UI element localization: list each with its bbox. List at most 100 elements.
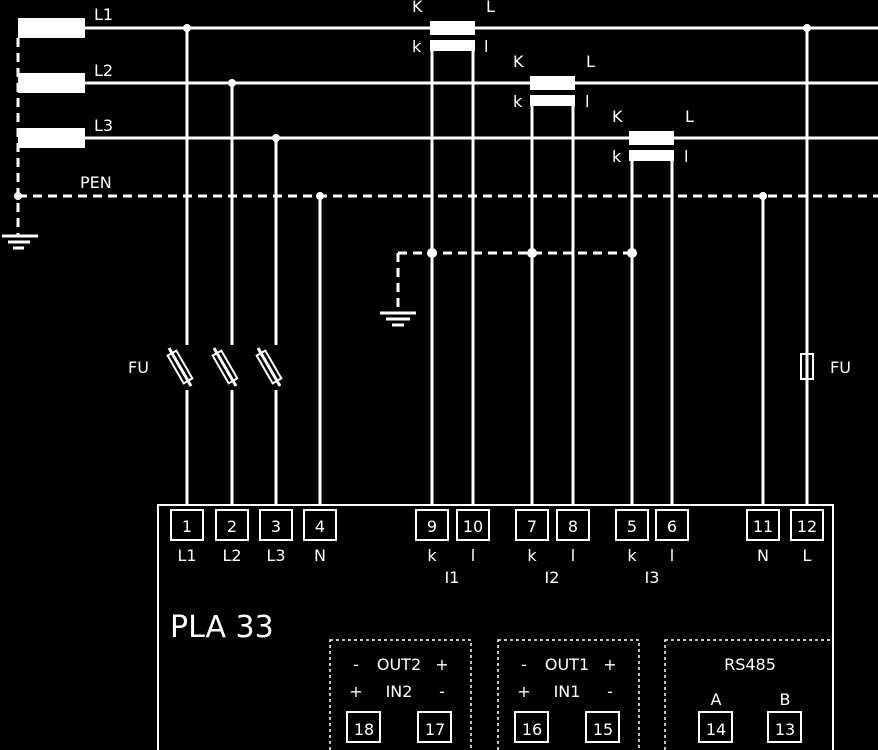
terminal-number: 12 <box>797 517 817 536</box>
svg-text:+: + <box>349 682 362 701</box>
rs485-block: RS485 A B 14 13 <box>664 639 834 750</box>
voltage-taps <box>183 24 324 505</box>
terminal-number: 10 <box>463 517 483 536</box>
l1-label: L1 <box>94 5 113 24</box>
terminal-label: k <box>527 546 537 565</box>
terminal-box <box>215 509 249 541</box>
svg-text:k: k <box>612 147 622 166</box>
l2-source-bar <box>18 73 85 93</box>
fuse-icon <box>166 347 194 387</box>
svg-text:l: l <box>684 147 688 166</box>
svg-text:K: K <box>612 107 623 126</box>
terminal-box <box>515 509 549 541</box>
svg-text:OUT2: OUT2 <box>377 655 421 674</box>
svg-text:+: + <box>603 655 616 674</box>
svg-text:L: L <box>685 107 694 126</box>
terminal-label: l <box>471 546 475 565</box>
l2-label: L2 <box>94 61 113 80</box>
fuse-icon <box>211 347 239 387</box>
supply-taps <box>759 24 811 505</box>
terminal-box <box>456 509 490 541</box>
terminal-number: 13 <box>775 720 795 739</box>
fuse-label-left: FU <box>128 358 149 377</box>
terminal-box <box>746 509 780 541</box>
terminal-label: k <box>427 546 437 565</box>
svg-text:+: + <box>435 655 448 674</box>
terminal-box <box>259 509 293 541</box>
l1-source-bar <box>18 18 85 38</box>
terminal-number: 4 <box>315 517 325 536</box>
terminal-number: 9 <box>427 517 437 536</box>
device-name: PLA 33 <box>170 610 274 645</box>
terminal-number: 8 <box>568 517 578 536</box>
pen-label: PEN <box>80 173 112 192</box>
io-block-out2-in2: - OUT2 + + IN2 - 18 17 <box>329 639 472 750</box>
terminal-number: 6 <box>667 517 677 536</box>
terminal-label: L1 <box>177 546 196 565</box>
l3-label: L3 <box>94 116 113 135</box>
fuse-icon <box>800 348 814 385</box>
svg-text:l: l <box>585 92 589 111</box>
svg-text:l: l <box>484 37 488 56</box>
terminal-box <box>615 509 649 541</box>
terminal-box <box>303 509 337 541</box>
terminal-number: 17 <box>425 720 445 739</box>
terminal-label: N <box>314 546 326 565</box>
terminal-label: k <box>627 546 637 565</box>
svg-text:k: k <box>513 92 523 111</box>
io-block-out1-in1: - OUT1 + + IN1 - 16 15 <box>497 639 640 750</box>
svg-text:OUT1: OUT1 <box>545 655 589 674</box>
group-i1-label: I1 <box>445 568 460 587</box>
terminal-box <box>415 509 449 541</box>
svg-text:+: + <box>517 682 530 701</box>
device-body <box>157 504 834 750</box>
terminal-box <box>556 509 590 541</box>
terminal-number: 3 <box>271 517 281 536</box>
terminal-label: l <box>670 546 674 565</box>
terminal-number: 11 <box>753 517 773 536</box>
terminal-number: 5 <box>627 517 637 536</box>
svg-text:-: - <box>353 655 359 674</box>
fuse-icon <box>255 347 283 387</box>
ct-l3: K L k l <box>612 107 694 505</box>
terminal-label: N <box>757 546 769 565</box>
terminal-number: 18 <box>354 720 374 739</box>
svg-text:IN2: IN2 <box>386 682 413 701</box>
terminal-label: L3 <box>266 546 285 565</box>
group-i3-label: I3 <box>645 568 660 587</box>
svg-text:-: - <box>521 655 527 674</box>
terminal-label: L2 <box>222 546 241 565</box>
fuse-label-right: FU <box>830 358 851 377</box>
l3-source-bar <box>18 128 85 148</box>
svg-text:RS485: RS485 <box>724 655 776 674</box>
svg-text:-: - <box>439 682 445 701</box>
svg-text:K: K <box>412 0 423 16</box>
terminal-box <box>170 509 204 541</box>
svg-text:A: A <box>711 690 722 709</box>
svg-text:-: - <box>607 682 613 701</box>
ct-l1: K L k l <box>412 0 495 505</box>
svg-text:K: K <box>513 52 524 71</box>
svg-text:k: k <box>412 37 422 56</box>
terminal-number: 14 <box>706 720 726 739</box>
svg-text:L: L <box>586 52 595 71</box>
terminal-number: 7 <box>527 517 537 536</box>
svg-text:B: B <box>780 690 791 709</box>
current-group-labels: I1 I2 I3 <box>445 568 660 587</box>
terminal-number: 2 <box>227 517 237 536</box>
svg-text:L: L <box>486 0 495 16</box>
terminal-number: 16 <box>522 720 542 739</box>
terminal-number: 1 <box>182 517 192 536</box>
svg-text:IN1: IN1 <box>554 682 581 701</box>
terminal-box <box>655 509 689 541</box>
group-i2-label: I2 <box>545 568 560 587</box>
ground-icon <box>380 253 416 327</box>
terminal-number: 15 <box>593 720 613 739</box>
ct-l2: K L k l <box>513 52 595 505</box>
terminal-label: L <box>803 546 812 565</box>
phase-lines: L1 L2 L3 PEN <box>16 5 878 236</box>
terminal-box <box>790 509 824 541</box>
ground-icon <box>2 192 38 250</box>
